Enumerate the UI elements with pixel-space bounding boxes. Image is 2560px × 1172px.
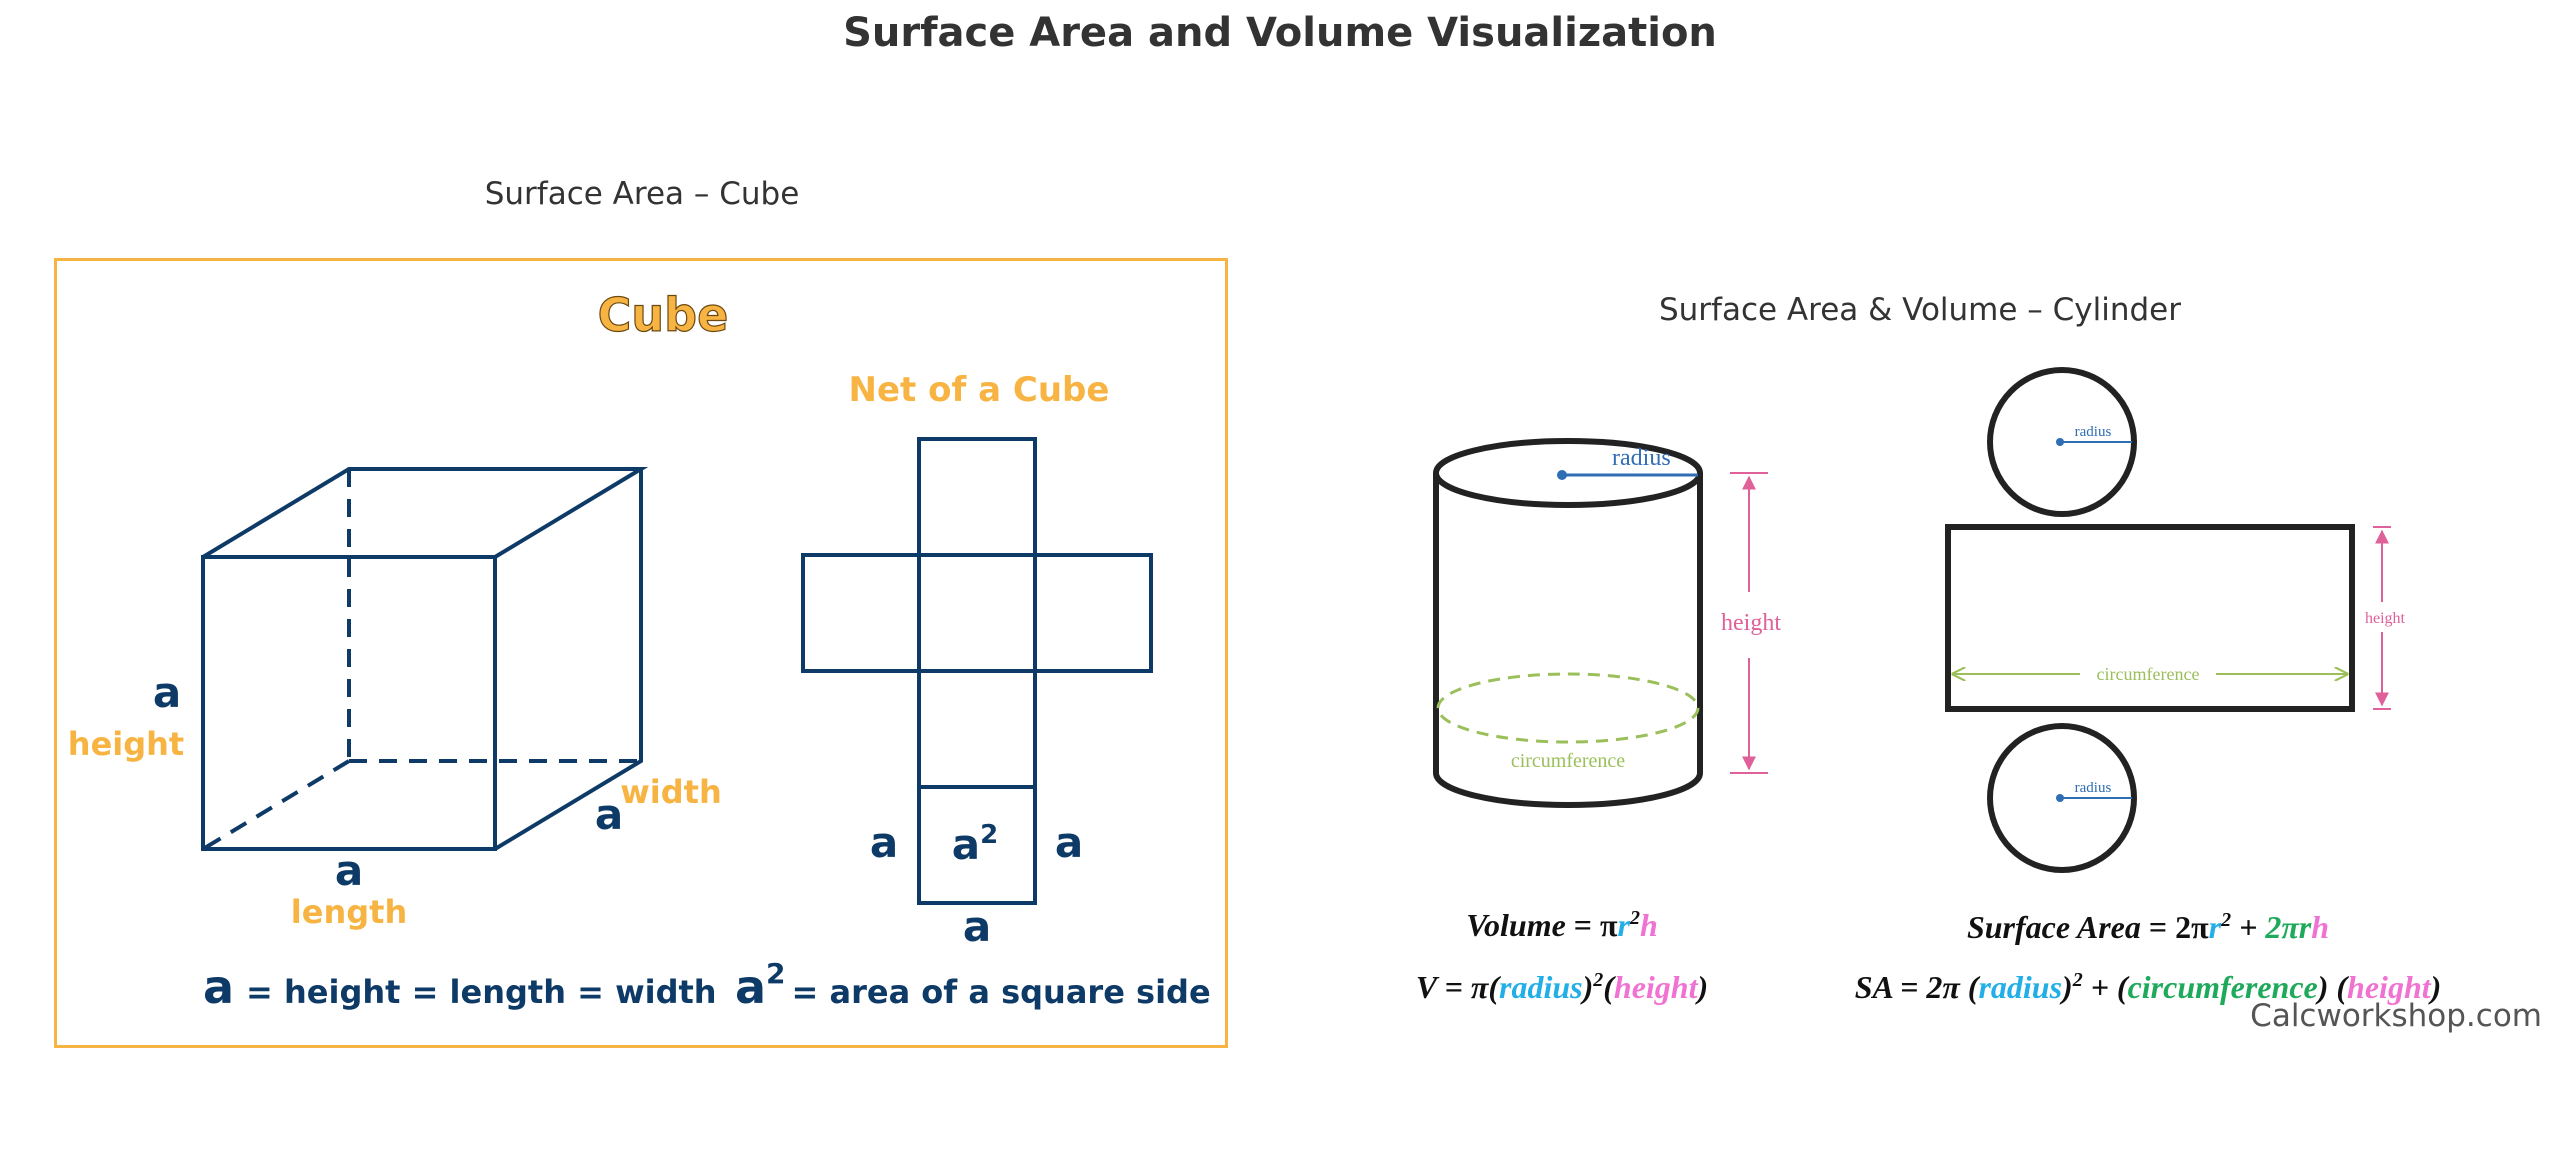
volume-expanded-prefix: V = π( xyxy=(1416,969,1501,1005)
net-right-var: a xyxy=(1055,818,1083,867)
volume-formula-eq: = π xyxy=(1566,907,1618,943)
cube-3d-drawing xyxy=(201,467,649,851)
net-top-circle xyxy=(1987,367,2137,517)
sa-expanded-close2: ) xyxy=(2428,969,2442,1005)
volume-formula-h: h xyxy=(1640,907,1658,943)
surface-area-formula: Surface Area = 2πr2 + 2πrh xyxy=(1967,909,2329,945)
cylinder-panel: radius circumference height radius circu… xyxy=(1380,340,2560,1060)
net-face-left xyxy=(801,553,921,673)
volume-expanded-sq: 2 xyxy=(1592,969,1603,991)
sa-formula-sq: 2 xyxy=(2220,909,2231,931)
page-title: Surface Area and Volume Visualization xyxy=(843,10,1717,56)
watermark: Calcworkshop.com xyxy=(2250,998,2542,1034)
cube-panel: Cube a height a length a width Net of a … xyxy=(54,258,1228,1048)
volume-expanded-height: height xyxy=(1614,969,1699,1005)
cube-edge-formula: a = height = length = width xyxy=(203,960,717,1014)
cube-panel-subtitle: Surface Area – Cube xyxy=(484,176,800,212)
volume-formula-r: r xyxy=(1618,907,1631,943)
cube-area-formula: a2= area of a square side xyxy=(735,957,1211,1014)
sa-formula-h: h xyxy=(2311,909,2329,945)
net-bottom-var: a xyxy=(963,902,991,951)
sa-formula-eq: = 2π xyxy=(2141,909,2209,945)
net-rectangle xyxy=(1945,524,2355,712)
volume-expanded-mid: ) xyxy=(1580,969,1594,1005)
sa-expanded-mid: ) xyxy=(2059,969,2073,1005)
net-face-center xyxy=(917,553,1037,673)
volume-formula-expanded: V = π(radius)2(height) xyxy=(1416,969,1708,1005)
sa-formula-label: Surface Area xyxy=(1967,909,2141,945)
volume-expanded-open: ( xyxy=(1603,969,1616,1005)
sa-expanded-radius: radius xyxy=(1978,969,2062,1005)
net-face-top xyxy=(917,437,1037,557)
sa-expanded-sq: 2 xyxy=(2072,969,2083,991)
cube-edge-formula-var: a xyxy=(203,960,234,1014)
sa-expanded-close1: ) ( xyxy=(2315,969,2350,1005)
volume-formula-label: Volume xyxy=(1466,907,1566,943)
sa-formula-plus: + xyxy=(2231,909,2265,945)
volume-expanded-radius: radius xyxy=(1499,969,1583,1005)
cylinder-circumference-ellipse xyxy=(1436,672,1700,744)
cylinder-circumference-label: circumference xyxy=(1511,750,1625,772)
cylinder-3d-drawing: radius circumference height xyxy=(1433,438,1781,808)
net-bottom-circle xyxy=(1987,723,2137,873)
cube-height-var: a xyxy=(153,668,181,717)
cube-diagram: Cube a height a length a width Net of a … xyxy=(68,287,1211,1014)
cube-hidden-edges xyxy=(201,469,641,851)
volume-formula-sq: 2 xyxy=(1629,907,1640,929)
surface-area-formula-expanded: SA = 2π (radius)2 + (circumference) (hei… xyxy=(1855,969,2442,1005)
cube-top-face xyxy=(201,467,649,559)
cube-front-face xyxy=(201,555,497,851)
net-face-right xyxy=(1033,553,1153,673)
cube-edge-formula-text: = height = length = width xyxy=(246,973,717,1011)
cube-width-label: width xyxy=(620,773,722,811)
sa-expanded-plus: + ( xyxy=(2083,969,2130,1005)
cube-right-face xyxy=(493,469,643,851)
sa-formula-r: r xyxy=(2209,909,2222,945)
cube-area-formula-base: a xyxy=(735,960,766,1014)
cube-area-formula-exp: 2 xyxy=(766,957,785,990)
net-face-bottom xyxy=(917,785,1037,905)
net-face-area: a2 xyxy=(952,820,998,869)
cylinder-diagram: radius circumference height radius circu… xyxy=(1416,367,2442,1005)
cube-area-formula-text: = area of a square side xyxy=(792,973,1211,1011)
sa-expanded-circumference: circumference xyxy=(2128,969,2318,1005)
cube-length-var: a xyxy=(335,846,363,895)
cube-height-label: height xyxy=(68,725,184,763)
net-face-lower xyxy=(917,669,1037,789)
net-face-area-base: a xyxy=(952,820,980,869)
net-heading: Net of a Cube xyxy=(849,370,1110,410)
net-top-radius-label: radius xyxy=(2075,424,2112,440)
cylinder-net-drawing: radius circumference height radius xyxy=(1945,367,2406,873)
cube-width-var: a xyxy=(595,790,623,839)
cylinder-radius-label: radius xyxy=(1612,445,1671,471)
cylinder-height-label: height xyxy=(1721,610,1781,636)
sa-expanded-prefix: SA = 2π ( xyxy=(1855,969,1981,1005)
cube-length-label: length xyxy=(291,893,407,931)
net-circumference-label: circumference xyxy=(2097,664,2200,684)
net-bottom-radius-label: radius xyxy=(2075,780,2112,796)
volume-formula: Volume = πr2h xyxy=(1466,907,1658,943)
cube-net-drawing xyxy=(801,437,1153,905)
sa-expanded-height: height xyxy=(2347,969,2432,1005)
net-height-label: height xyxy=(2365,610,2406,627)
volume-expanded-close: ) xyxy=(1694,969,1708,1005)
cube-heading: Cube xyxy=(598,288,729,342)
net-left-var: a xyxy=(870,818,898,867)
cylinder-panel-subtitle: Surface Area & Volume – Cylinder xyxy=(1658,292,2182,328)
cylinder-bottom-arc xyxy=(1433,772,1703,808)
net-face-area-exp: 2 xyxy=(980,820,998,850)
sa-formula-2pir: 2πr xyxy=(2264,909,2311,945)
